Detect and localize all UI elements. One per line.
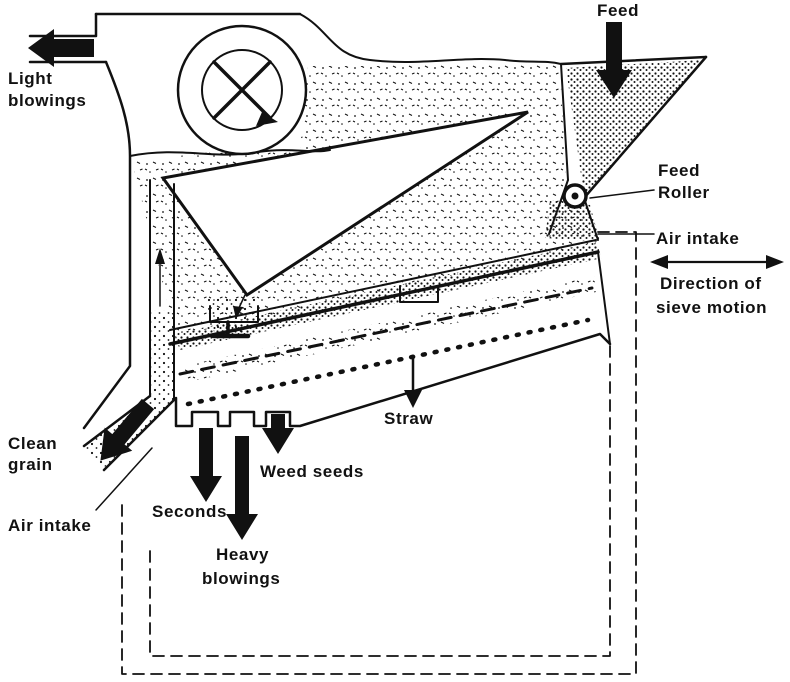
label-air-intake-left: Air intake <box>8 516 91 535</box>
fan-assembly <box>176 24 308 156</box>
hopper-right-wall <box>582 55 708 200</box>
flow-arrows <box>28 22 632 540</box>
label-straw: Straw <box>384 409 433 428</box>
sieve-lower-dashed-line <box>178 286 594 376</box>
hopper-top-edge <box>559 55 708 66</box>
label-clean-grain-line1: Clean <box>8 434 57 453</box>
clean-grain-arrow <box>100 398 155 461</box>
roller-throat-right <box>583 197 599 241</box>
machine-outline <box>28 12 708 472</box>
seconds-arrow <box>190 428 222 502</box>
heavy-blowings-arrow <box>226 436 258 540</box>
sieve-top-line <box>169 239 597 331</box>
label-air-intake-right: Air intake <box>656 229 739 248</box>
air-leg-grain-region <box>84 310 174 468</box>
label-light-blowings-line1: Light <box>8 69 53 88</box>
roller-discharge-region <box>545 200 600 242</box>
label-feed-roller-line2: Roller <box>658 183 710 202</box>
label-feed: Feed <box>597 1 639 20</box>
feed-hopper-grain-region <box>566 60 702 196</box>
label-clean-grain-line2: grain <box>8 455 53 474</box>
exhaust-duct-left <box>28 12 98 38</box>
sieve-motion-right-arrowhead-icon <box>766 255 784 269</box>
label-heavy-blowings-line2: blowings <box>202 569 280 588</box>
labels: Feed Light blowings Feed Roller Air inta… <box>8 1 767 588</box>
label-heavy-blowings-line1: Heavy <box>216 545 269 564</box>
clean-grain-spout-lower <box>102 398 176 472</box>
housing-inner-dashed <box>149 345 611 657</box>
fan-rotation-arrowhead-icon <box>256 112 278 126</box>
label-light-blowings-line2: blowings <box>8 91 86 110</box>
sieve-riddle-box <box>399 285 439 303</box>
sieve-motion-left-arrowhead-icon <box>650 255 668 269</box>
light-blowings-arrow <box>28 29 94 67</box>
hopper-left-wall <box>560 63 569 181</box>
label-sieve-motion-line2: sieve motion <box>656 298 767 317</box>
label-weed-seeds: Weed seeds <box>260 462 364 481</box>
label-sieve-motion-line1: Direction of <box>660 274 762 293</box>
apex-catch-channel <box>209 305 259 323</box>
under-sieve-scatter-region <box>184 276 596 382</box>
thin-arrows <box>155 248 784 408</box>
feed-roller-hub <box>571 192 579 200</box>
feed-arrow <box>596 22 632 98</box>
leader-lines <box>95 189 655 511</box>
label-feed-roller-line1: Feed <box>658 161 700 180</box>
straw-arrowhead-icon <box>404 390 422 408</box>
top-casing-wavy-line <box>299 13 562 65</box>
deflector-baffle-triangle <box>160 110 529 298</box>
label-seconds: Seconds <box>152 502 227 521</box>
collection-pan-outline <box>174 332 612 428</box>
sieve-right-end <box>597 251 611 345</box>
left-outer-wall <box>82 60 132 430</box>
weed-seeds-arrow <box>262 414 294 454</box>
dashed-housing-frame <box>121 231 637 675</box>
sieve-main-line <box>168 250 600 346</box>
feed-roller-leader <box>589 189 655 199</box>
air-intake-left-leader <box>95 447 153 511</box>
sieve-dotted-line <box>185 317 591 407</box>
housing-outer-dashed <box>121 231 637 675</box>
sieve-deck <box>168 239 612 428</box>
feed-roller-assembly <box>562 183 588 209</box>
air-up-arrowhead-icon <box>155 248 165 264</box>
fan-cross-icon <box>212 60 272 120</box>
